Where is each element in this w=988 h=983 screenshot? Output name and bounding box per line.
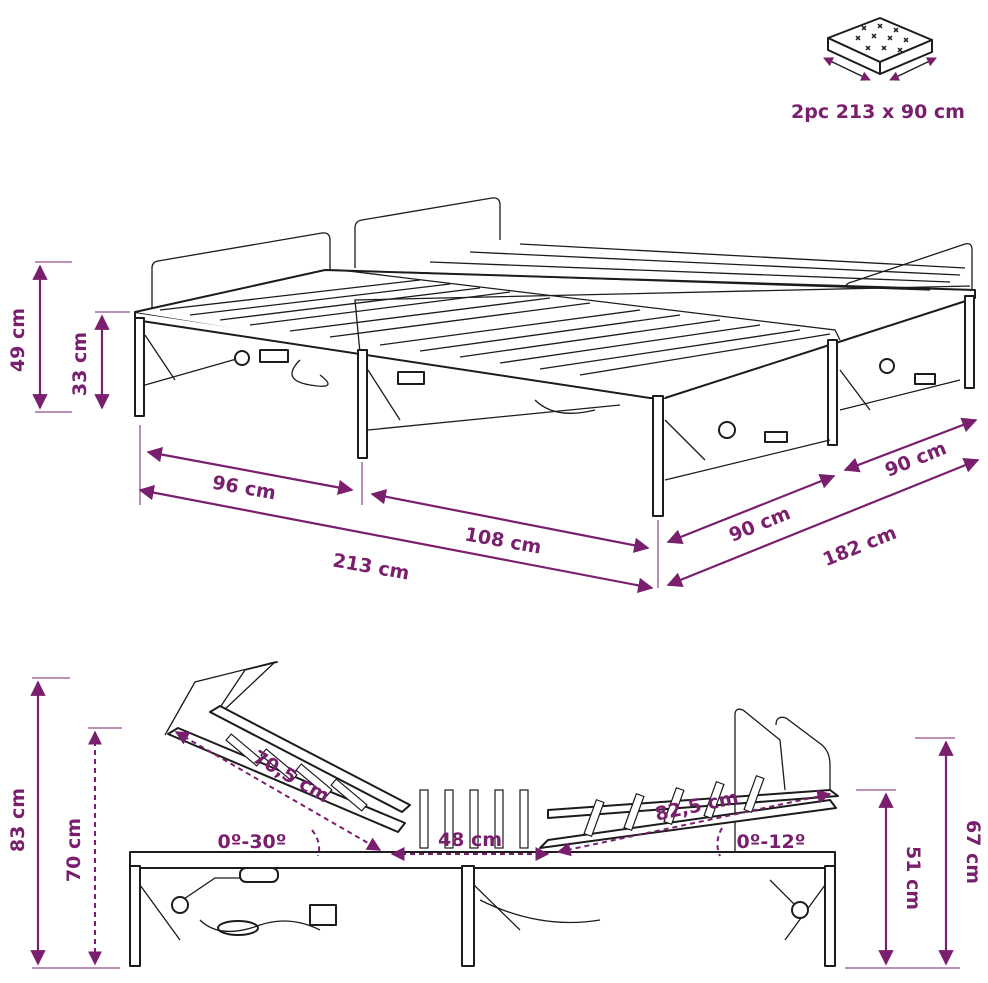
dim-head-angle: 0º-30º bbox=[218, 831, 287, 853]
mattress-size-label: 2pc 213 x 90 cm bbox=[791, 101, 965, 123]
mattress-icon bbox=[823, 17, 937, 81]
dim-head-section: 70,5 cm bbox=[249, 746, 333, 807]
dim-height-total: 49 cm bbox=[7, 308, 29, 372]
dim-height-frame: 33 cm bbox=[69, 332, 91, 396]
dim-foot-angle: 0º-12º bbox=[737, 831, 806, 853]
dim-length-total: 213 cm bbox=[331, 550, 411, 585]
bed-side-drawing bbox=[129, 660, 839, 967]
dim-height-raised-head: 70 cm bbox=[63, 818, 85, 882]
dim-depth-single-a: 90 cm bbox=[726, 502, 794, 546]
dim-depth-total: 182 cm bbox=[820, 522, 900, 571]
dim-height-max-foot: 67 cm bbox=[962, 820, 984, 884]
dim-width-half-head: 96 cm bbox=[211, 472, 278, 505]
dim-middle-section: 48 cm bbox=[438, 829, 502, 851]
dim-height-raised-foot: 51 cm bbox=[902, 846, 924, 910]
dim-height-max-head: 83 cm bbox=[7, 788, 29, 852]
bed-perspective-drawing bbox=[134, 197, 976, 517]
